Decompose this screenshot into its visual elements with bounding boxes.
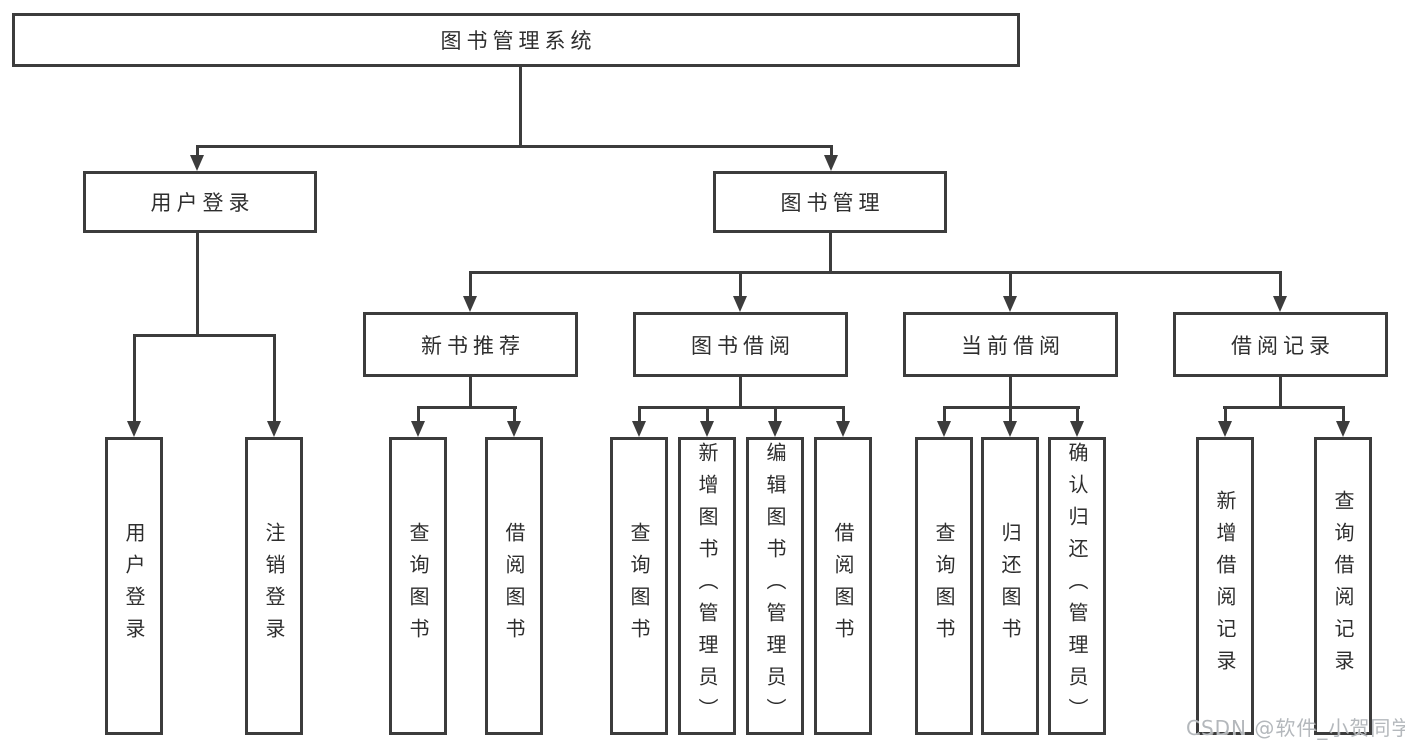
arrow-down-icon [127,334,141,437]
leaf-edit-books-admin: 编辑图书（管理员） [746,437,804,735]
arrow-down-icon [836,406,850,437]
leaf-return-books-label: 归还图书 [998,522,1022,650]
node-borrow-records-label: 借阅记录 [1231,333,1335,358]
arrow-down-icon [1218,406,1232,437]
leaf-return-books: 归还图书 [981,437,1039,735]
node-new-book-recommend-label: 新书推荐 [421,333,525,358]
arrow-down-icon [1003,406,1017,437]
arrow-down-icon [937,406,951,437]
leaf-logout-label: 注销登录 [262,522,286,650]
connector-line [1279,377,1282,409]
leaf-query-borrow-record: 查询借阅记录 [1314,437,1372,735]
connector-line [469,377,472,409]
node-book-management: 图书管理 [713,171,947,233]
arrow-down-icon [1003,271,1017,312]
node-book-management-label: 图书管理 [780,191,885,215]
leaf-borrow-books-label: 借阅图书 [831,522,855,650]
node-user-login-label: 用户登录 [150,191,255,215]
leaf-query-books-recommend: 查询图书 [389,437,447,735]
connector-line [196,233,199,337]
leaf-query-books-borrow: 查询图书 [610,437,668,735]
arrow-down-icon [411,406,425,437]
leaf-query-borrow-record-label: 查询借阅记录 [1331,490,1355,682]
connector-line [943,406,1080,409]
leaf-confirm-return-admin-label: 确认归还（管理员） [1065,442,1089,730]
arrow-down-icon [190,145,204,171]
arrow-down-icon [824,145,838,171]
connector-line [1223,406,1345,409]
arrow-down-icon [632,406,646,437]
leaf-borrow-books: 借阅图书 [814,437,872,735]
node-current-borrow-label: 当前借阅 [961,333,1065,358]
watermark: CSDN @软件_小贺同学 [1186,716,1405,740]
leaf-user-login: 用户登录 [105,437,163,735]
node-root-label: 图书管理系统 [440,29,597,53]
leaf-borrow-books-recommend-label: 借阅图书 [502,522,526,650]
arrow-down-icon [700,406,714,437]
connector-line [519,67,522,147]
arrow-down-icon [1336,406,1350,437]
connector-line [133,334,276,337]
leaf-confirm-return-admin: 确认归还（管理员） [1048,437,1106,735]
arrow-down-icon [1070,406,1084,437]
arrow-down-icon [463,271,477,312]
node-book-borrow-label: 图书借阅 [691,333,795,358]
arrow-down-icon [267,334,281,437]
leaf-query-books-current-label: 查询图书 [932,522,956,650]
node-borrow-records: 借阅记录 [1173,312,1388,377]
connector-line [469,271,1282,274]
node-current-borrow: 当前借阅 [903,312,1118,377]
leaf-user-login-label: 用户登录 [122,522,146,650]
leaf-query-books-recommend-label: 查询图书 [406,522,430,650]
leaf-logout: 注销登录 [245,437,303,735]
arrow-down-icon [733,271,747,312]
connector-line [417,406,517,409]
connector-line [196,145,833,148]
leaf-query-books-borrow-label: 查询图书 [627,522,651,650]
arrow-down-icon [768,406,782,437]
leaf-add-books-admin: 新增图书（管理员） [678,437,736,735]
arrow-down-icon [1273,271,1287,312]
arrow-down-icon [507,406,521,437]
leaf-edit-books-admin-label: 编辑图书（管理员） [763,442,787,730]
node-book-borrow: 图书借阅 [633,312,848,377]
connector-line [739,377,742,409]
connector-line [638,406,845,409]
leaf-add-books-admin-label: 新增图书（管理员） [695,442,719,730]
connector-line [829,233,832,274]
leaf-query-books-current: 查询图书 [915,437,973,735]
node-root: 图书管理系统 [12,13,1020,67]
leaf-add-borrow-record: 新增借阅记录 [1196,437,1254,735]
connector-line [1009,377,1012,409]
leaf-add-borrow-record-label: 新增借阅记录 [1213,490,1237,682]
node-new-book-recommend: 新书推荐 [363,312,578,377]
node-user-login: 用户登录 [83,171,317,233]
leaf-borrow-books-recommend: 借阅图书 [485,437,543,735]
